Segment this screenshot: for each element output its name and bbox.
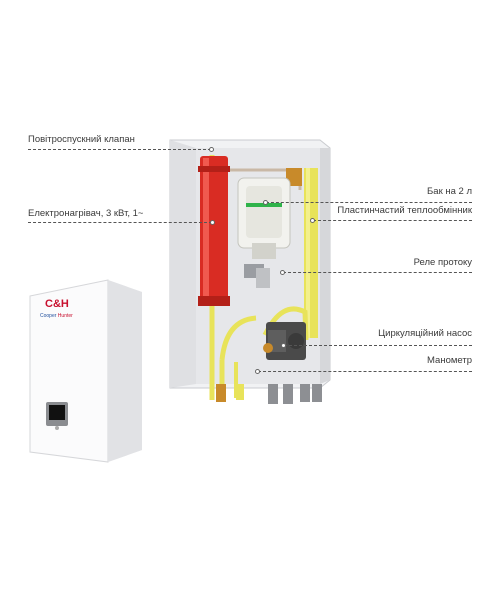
callout-line-air-vent xyxy=(28,149,211,150)
outdoor-unit-illustration xyxy=(29,279,142,463)
brand-sub-left: Cooper xyxy=(40,313,57,319)
callout-line-flow-relay xyxy=(283,272,472,273)
callout-dot-plate-hx xyxy=(310,217,315,223)
callout-dot-heater xyxy=(210,219,215,225)
callout-dot-pump xyxy=(281,342,286,348)
callout-dot-manometer xyxy=(255,368,260,374)
brand-logo: C&H xyxy=(45,298,69,310)
label-tank: Бак на 2 л xyxy=(427,186,472,197)
callout-dot-air-vent xyxy=(209,146,214,152)
label-plate-hx: Пластинчастий теплообмінник xyxy=(337,205,472,216)
callout-line-pump xyxy=(284,345,472,346)
label-air-vent: Повітроспускний клапан xyxy=(28,134,135,145)
callout-line-heater xyxy=(28,222,212,223)
brand-subtitle: Cooper Hunter xyxy=(40,313,73,319)
callout-line-manometer xyxy=(258,371,472,372)
label-manometer: Манометр xyxy=(427,355,472,366)
label-flow-relay: Реле протоку xyxy=(413,257,472,268)
label-heater: Електронагрівач, 3 кВт, 1~ xyxy=(28,208,144,219)
callout-line-tank xyxy=(266,202,472,203)
label-pump: Циркуляційний насос xyxy=(378,328,472,339)
callout-dot-flow-relay xyxy=(280,269,285,275)
brand-sub-right: Hunter xyxy=(57,313,73,319)
callout-dot-tank xyxy=(263,199,268,205)
callout-line-plate-hx xyxy=(313,220,472,221)
